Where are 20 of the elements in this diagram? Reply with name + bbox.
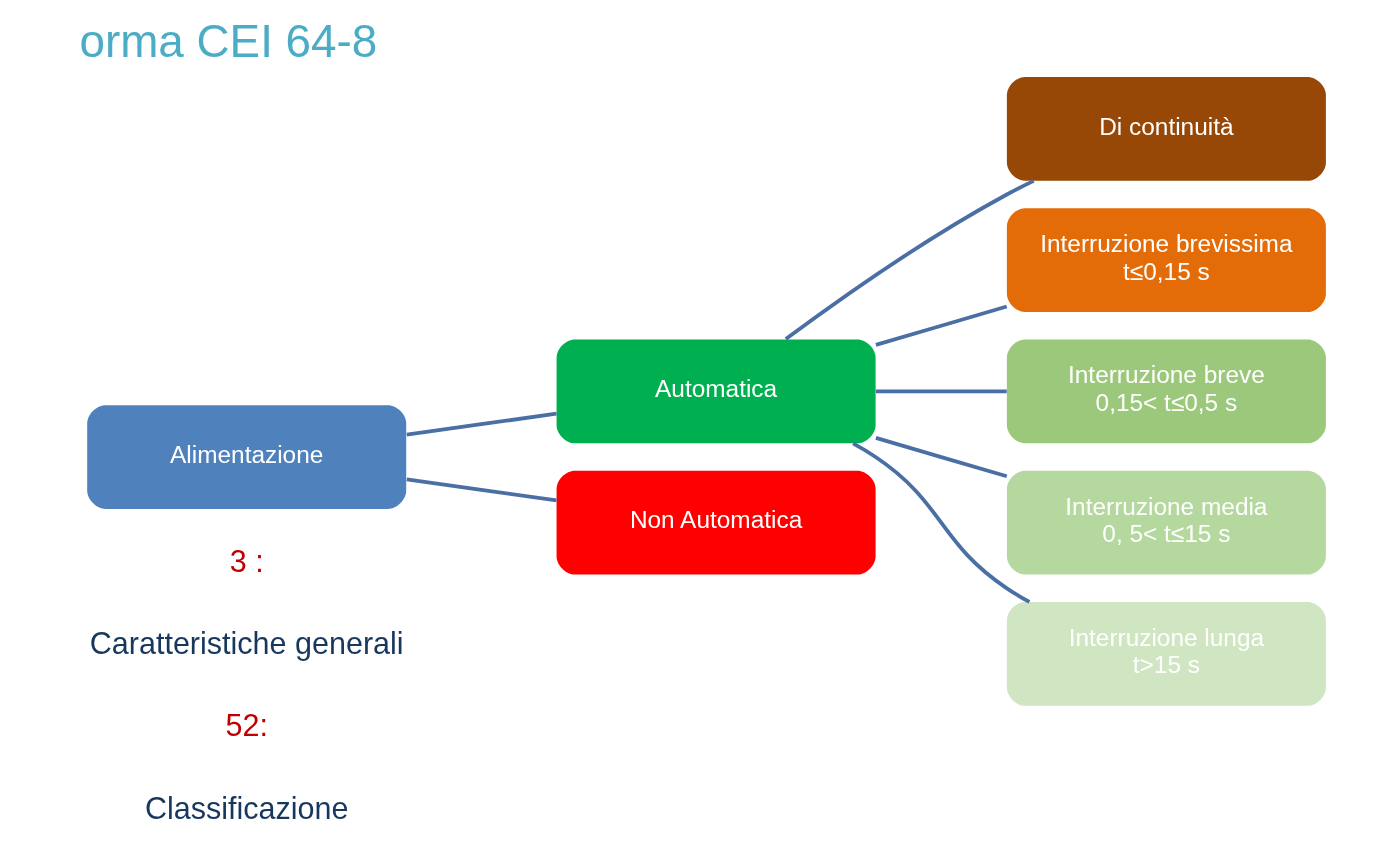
node-box: Interruzione lunga t>15 s [1006,602,1326,706]
node-box: Interruzione brevissima t≤0,15 s [1006,208,1326,312]
connector [406,411,557,437]
node-box: Automatica [556,339,876,444]
node-box: Interruzione media 0, 5< t≤15 s [1006,470,1326,575]
label: 52: [224,708,268,743]
node-box: Alimentazione [86,405,406,509]
diagram-title: orma CEI 64-8 [79,16,377,68]
label: Classificazione [144,790,348,825]
label: Caratteristiche generali [89,625,404,660]
node-box: Non Automatica [556,470,876,575]
connector [875,389,1007,394]
connector [874,436,1007,479]
node-box: Di continuità [1006,76,1326,181]
connector [784,179,1034,341]
node-box: Interruzione breve 0,15< t≤0,5 s [1006,339,1326,444]
connector [406,477,557,503]
label: 3 : [229,543,264,578]
connector [874,304,1007,347]
connector [851,441,1030,604]
